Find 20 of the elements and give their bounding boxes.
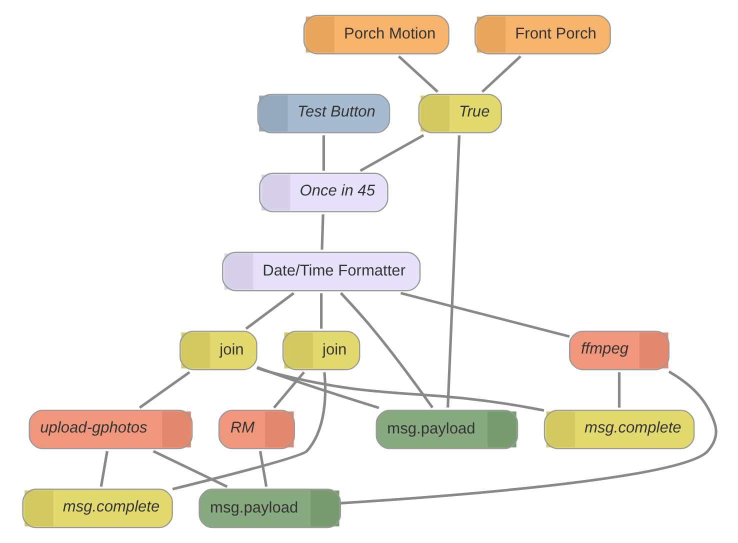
connector — [152, 450, 228, 488]
connector — [172, 372, 326, 490]
connector — [400, 292, 570, 338]
connector — [99, 450, 108, 487]
connector — [256, 366, 379, 410]
connector — [359, 134, 424, 172]
connector — [617, 372, 620, 408]
connector — [322, 135, 325, 171]
connector — [320, 214, 324, 250]
connector — [320, 293, 322, 329]
connector — [272, 371, 305, 409]
connector — [446, 135, 460, 408]
connector — [397, 55, 438, 93]
connector — [340, 370, 717, 504]
connector — [138, 371, 190, 409]
connector — [244, 292, 294, 330]
connector — [258, 450, 268, 487]
connector — [339, 292, 434, 408]
connector — [256, 366, 544, 412]
connector — [480, 55, 521, 93]
